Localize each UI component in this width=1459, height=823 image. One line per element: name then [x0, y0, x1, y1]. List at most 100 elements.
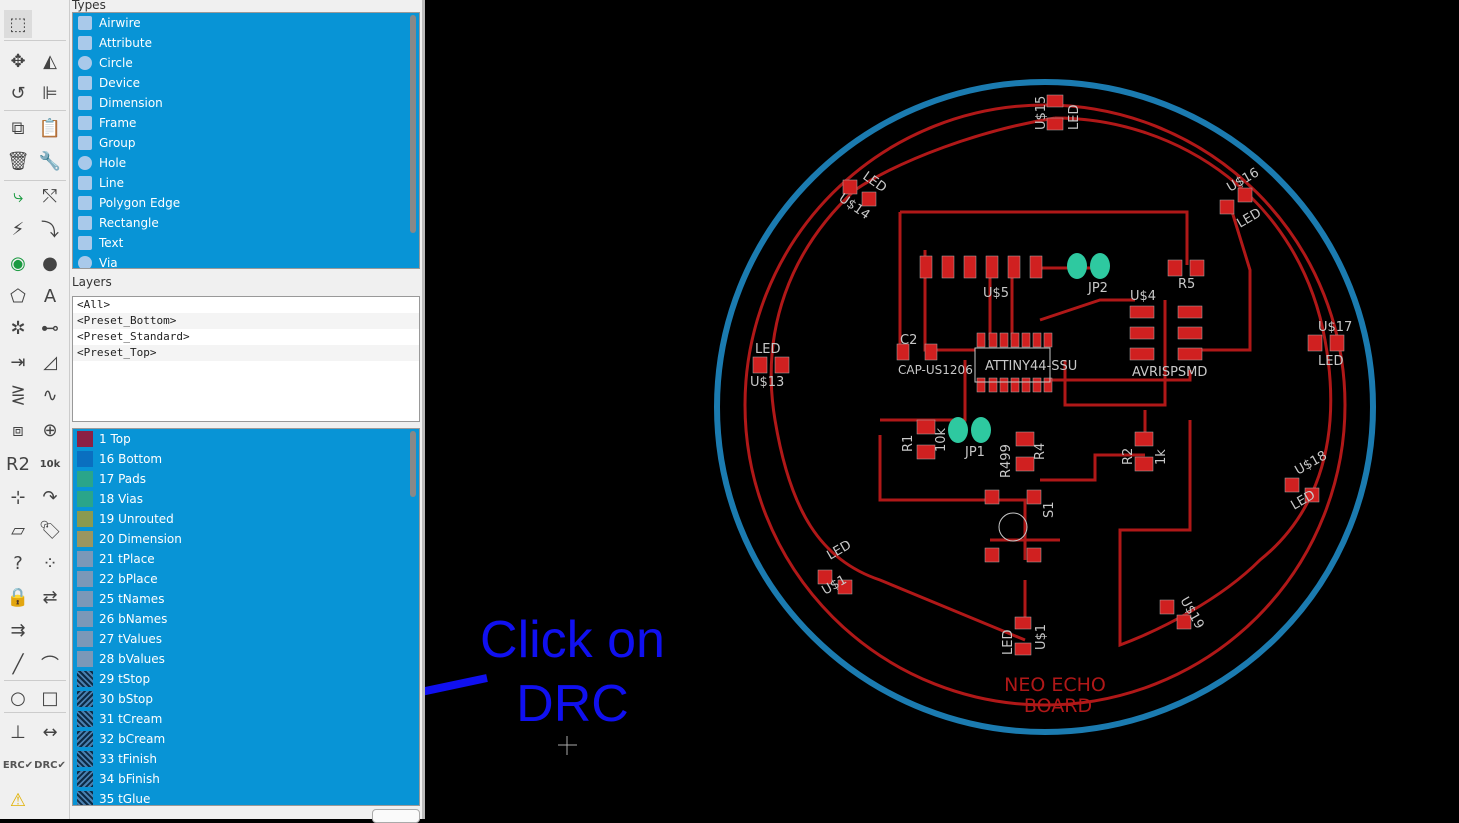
ripup-tool[interactable]: ⤲: [36, 182, 64, 210]
wave-tool[interactable]: ∿: [36, 381, 64, 409]
optimize-tool[interactable]: ⁘: [36, 549, 64, 577]
type-item[interactable]: Rectangle: [73, 213, 419, 233]
circle-tool[interactable]: ○: [4, 684, 32, 712]
layer-item[interactable]: 31 tCream: [73, 709, 419, 729]
type-label: Dimension: [99, 96, 163, 110]
layers-scrollbar[interactable]: [410, 431, 416, 497]
lock-tool[interactable]: 🔒: [4, 583, 32, 611]
layer-swatch: [77, 691, 93, 707]
type-item[interactable]: Group: [73, 133, 419, 153]
type-item[interactable]: Text: [73, 233, 419, 253]
layer-presets-list[interactable]: <All> <Preset_Bottom><Preset_Standard> <Pr…: [72, 296, 420, 422]
layer-item[interactable]: 21 tPlace: [73, 549, 419, 569]
attribute-tool[interactable]: 🏷: [36, 516, 64, 544]
layer-item[interactable]: 27 tValues: [73, 629, 419, 649]
route-tool[interactable]: ⤷: [4, 182, 32, 210]
type-item[interactable]: Polygon Edge: [73, 193, 419, 213]
polygon-tool[interactable]: ⬠: [4, 282, 32, 310]
value-tool[interactable]: 10k: [36, 450, 64, 478]
paint-roller-tool[interactable]: ?: [4, 549, 32, 577]
label-jp2: JP2: [1087, 281, 1108, 296]
layer-item[interactable]: 22 bPlace: [73, 569, 419, 589]
types-label: Types: [72, 0, 106, 12]
erc-tool[interactable]: ERC✔: [3, 751, 33, 779]
differential-tool[interactable]: ⋛: [4, 381, 32, 409]
layer-item[interactable]: 19 Unrouted: [73, 509, 419, 529]
copy-tool[interactable]: ⧉: [4, 114, 32, 142]
type-item[interactable]: Airwire: [73, 13, 419, 33]
attribute-icon: 🏷: [38, 519, 62, 541]
join-tool[interactable]: ⇉: [4, 616, 32, 644]
board-title-line2: BOARD: [1024, 695, 1092, 717]
layer-item[interactable]: 33 tFinish: [73, 749, 419, 769]
layer-item[interactable]: 32 bCream: [73, 729, 419, 749]
hole-tool[interactable]: ●: [36, 249, 64, 277]
align-tool[interactable]: ⊫: [36, 79, 64, 107]
smd-pad: [1134, 431, 1154, 447]
type-item[interactable]: Attribute: [73, 33, 419, 53]
layer-preset-item[interactable]: <Preset_Top>: [73, 345, 419, 361]
rectangle-tool[interactable]: □: [36, 684, 64, 712]
type-item[interactable]: Hole: [73, 153, 419, 173]
layer-item[interactable]: 20 Dimension: [73, 529, 419, 549]
miter-tool[interactable]: ◿: [36, 348, 64, 376]
change-package-tool[interactable]: ▱: [4, 516, 32, 544]
replace-tool[interactable]: ↷: [36, 483, 64, 511]
type-item[interactable]: Dimension: [73, 93, 419, 113]
layer-item[interactable]: 18 Vias: [73, 489, 419, 509]
errors-warning-tool[interactable]: ⚠: [4, 786, 32, 814]
type-item[interactable]: Frame: [73, 113, 419, 133]
label-r1: R1: [901, 435, 916, 452]
layer-item[interactable]: 30 bStop: [73, 689, 419, 709]
dimension-tool[interactable]: ↔: [36, 718, 64, 746]
wrench-tool[interactable]: 🔧: [36, 147, 64, 175]
drc-tool[interactable]: DRC✔: [34, 751, 66, 779]
split-tool[interactable]: ⚡: [4, 215, 32, 243]
layer-preset-item[interactable]: <All>: [77, 298, 111, 311]
type-item[interactable]: Line: [73, 173, 419, 193]
mirror-tool[interactable]: ◭: [36, 47, 64, 75]
swap-tool[interactable]: ⇄: [36, 583, 64, 611]
line-tool[interactable]: ╱: [4, 650, 32, 678]
type-item[interactable]: Circle: [73, 53, 419, 73]
mark-tool[interactable]: ⊥: [4, 718, 32, 746]
add-part-tool[interactable]: ⧈: [4, 416, 32, 444]
delete-tool[interactable]: 🗑: [4, 147, 32, 175]
arc-tool[interactable]: ⌒: [36, 650, 64, 678]
paste-tool[interactable]: 📋: [36, 114, 64, 142]
text-tool[interactable]: A: [36, 282, 64, 310]
meander-tool[interactable]: ⇥: [4, 348, 32, 376]
move-tool[interactable]: ✥: [4, 47, 32, 75]
layer-preset-item[interactable]: <Preset_Bottom>: [73, 313, 419, 329]
ratsnest-tool[interactable]: ✲: [4, 314, 32, 342]
layer-item[interactable]: 34 bFinish: [73, 769, 419, 789]
types-scrollbar[interactable]: [410, 15, 416, 233]
annotation-text: Click on DRC: [460, 608, 685, 736]
layer-item[interactable]: 25 tNames: [73, 589, 419, 609]
type-item[interactable]: Device: [73, 73, 419, 93]
rotate-tool[interactable]: ↺: [4, 79, 32, 107]
layer-preset-item[interactable]: <Preset_Standard>: [77, 330, 190, 343]
layer-item[interactable]: 16 Bottom: [73, 449, 419, 469]
smd-pad: [1046, 94, 1064, 108]
layer-item[interactable]: 17 Pads: [73, 469, 419, 489]
name-tool[interactable]: R2: [4, 450, 32, 478]
layer-item[interactable]: 29 tStop: [73, 669, 419, 689]
trace: [769, 188, 1026, 642]
layer-item[interactable]: 1 Top: [73, 429, 419, 449]
group-select-tool[interactable]: ⬚: [4, 10, 32, 38]
trace: [878, 300, 1192, 560]
fanout-tool[interactable]: ⤵: [36, 215, 64, 243]
layer-item[interactable]: 28 bValues: [73, 649, 419, 669]
signal-tool[interactable]: ⊷: [36, 314, 64, 342]
board-canvas[interactable]: U$5 U$4 JP2 JP1 R5 C2 CAP-US1206 ATTINY4…: [62, 0, 1459, 819]
via-tool[interactable]: ◉: [4, 249, 32, 277]
smash-tool[interactable]: ⊹: [4, 483, 32, 511]
add-gate-tool[interactable]: ⊕: [36, 416, 64, 444]
layer-item[interactable]: 35 tGlue: [73, 789, 419, 805]
type-item[interactable]: Via: [73, 253, 419, 268]
layer-item[interactable]: 26 bNames: [73, 609, 419, 629]
panel-button[interactable]: [372, 809, 420, 823]
